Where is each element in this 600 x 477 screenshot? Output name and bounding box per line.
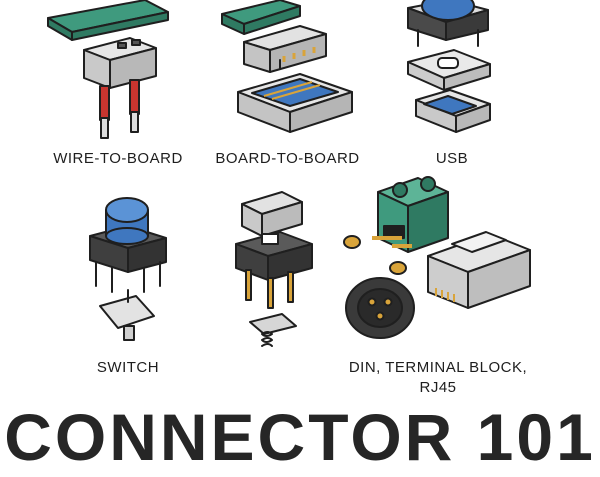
wire-to-board-connector-illustration — [47, 0, 169, 139]
label-usb: USB — [435, 150, 469, 167]
terminal-block-illustration — [343, 176, 449, 275]
label-board-to-board: BOARD-TO-BOARD — [215, 150, 360, 167]
board-to-board-connector-illustration — [221, 0, 353, 133]
label-switch: SWITCH — [96, 359, 160, 376]
din-connector-illustration — [345, 277, 415, 339]
connector-illustration — [47, 0, 531, 347]
label-rj45: RJ45 — [419, 379, 457, 396]
label-wire-to-board: WIRE-TO-BOARD — [53, 150, 183, 167]
rj45-connector-illustration — [427, 231, 531, 309]
page-title: CONNECTOR 101 — [4, 400, 596, 474]
label-din-terminal-block: DIN, TERMINAL BLOCK, — [348, 359, 528, 376]
slide-switch-illustration — [235, 191, 313, 347]
switch-illustration — [89, 197, 167, 341]
usb-connector-illustration — [407, 0, 491, 133]
